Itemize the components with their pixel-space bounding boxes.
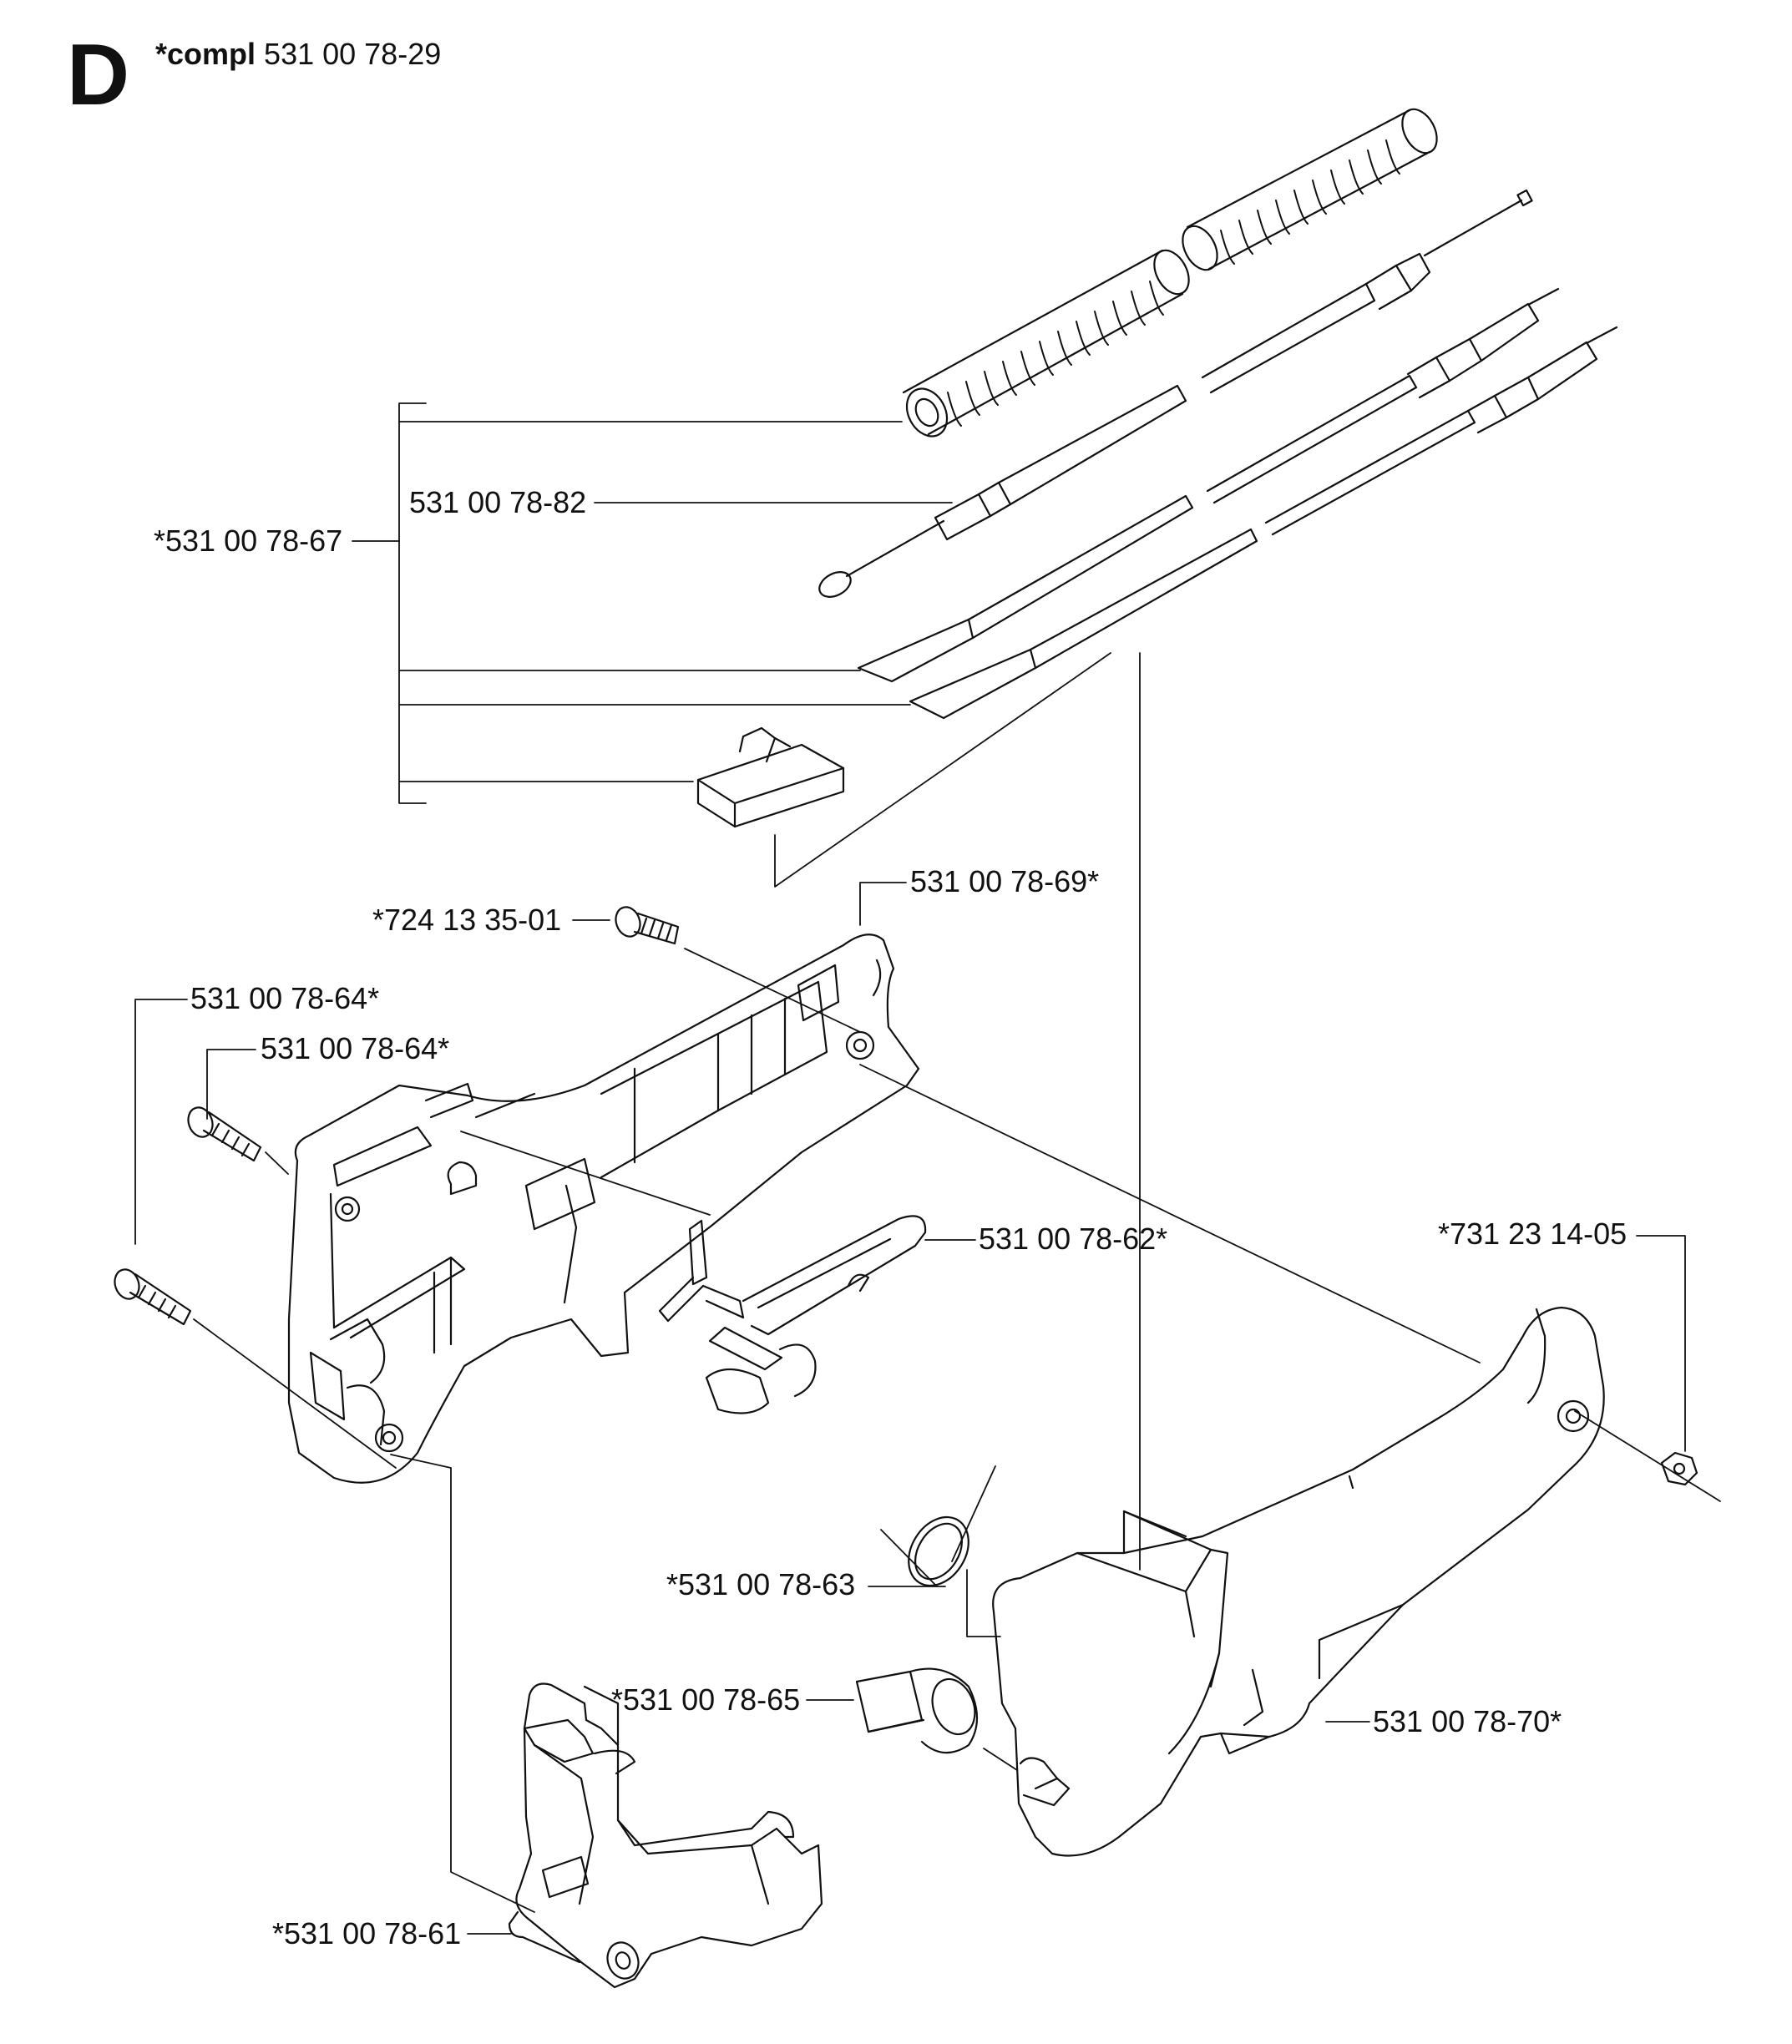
leader-lines xyxy=(134,402,1721,1935)
label-731-23-14-05: *731 23 14-05 xyxy=(1438,1217,1627,1251)
label-531-00-78-69: 531 00 78-69* xyxy=(910,864,1100,898)
label-531-00-78-64-a: 531 00 78-64* xyxy=(190,981,380,1015)
handle-housing-left xyxy=(287,933,920,1484)
screw-724 xyxy=(615,906,680,945)
cable-two xyxy=(857,287,1560,683)
compl-label: *compl xyxy=(155,37,256,71)
label-531-00-78-65: *531 00 78-65 xyxy=(611,1682,801,1717)
spring-lower xyxy=(902,249,1190,438)
label-531-00-78-62: 531 00 78-62* xyxy=(979,1222,1168,1256)
screw-64-lower xyxy=(114,1268,192,1326)
hex-nut xyxy=(1660,1451,1698,1486)
label-531-00-78-61: *531 00 78-61 xyxy=(272,1916,462,1950)
bottom-bracket xyxy=(508,1682,823,1989)
cable-three xyxy=(909,326,1618,720)
assembly-header: *compl 531 00 78-29 xyxy=(155,37,441,72)
label-531-00-78-64-b: 531 00 78-64* xyxy=(261,1031,450,1065)
o-ring xyxy=(908,1515,969,1587)
handle-body-right xyxy=(992,1306,1605,1857)
spring-upper xyxy=(1182,108,1438,271)
cap-plug xyxy=(855,1667,978,1754)
compl-part-number: 531 00 78-29 xyxy=(264,37,442,71)
throttle-trigger xyxy=(658,1215,927,1414)
label-531-00-78-67: *531 00 78-67 xyxy=(154,524,343,558)
screw-64-upper xyxy=(187,1106,262,1162)
cable-clip xyxy=(696,726,845,828)
section-letter: D xyxy=(67,27,130,124)
throttle-cable xyxy=(818,189,1533,598)
label-531-00-78-63: *531 00 78-63 xyxy=(666,1567,856,1601)
label-531-00-78-70: 531 00 78-70* xyxy=(1373,1704,1562,1738)
label-531-00-78-82: 531 00 78-82 xyxy=(409,485,587,519)
label-724-13-35-01: *724 13 35-01 xyxy=(372,903,562,937)
